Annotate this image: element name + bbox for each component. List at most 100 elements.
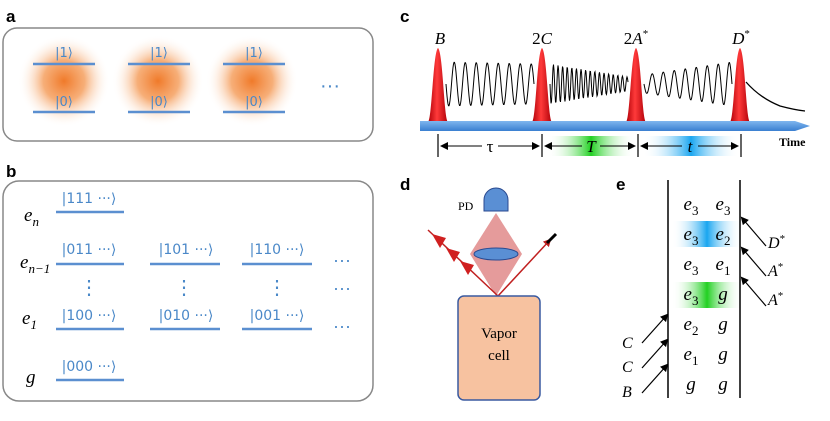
ladder-row-3-left: e3 (684, 254, 699, 278)
panel-d-label: d (400, 175, 410, 194)
left-arrow-1 (641, 313, 669, 344)
t-interval-band (643, 136, 739, 156)
vapor-cell-label-line1: Vapor (481, 326, 517, 342)
lens (473, 247, 519, 261)
incident-pulse-3 (460, 261, 474, 275)
echo-beam (497, 238, 552, 297)
panel-a-frame (2, 27, 374, 142)
row-en-1-ellipsis: ··· (333, 250, 351, 270)
oscillation-segment-2 (549, 64, 629, 104)
ladder-row-5-right: g (718, 314, 728, 335)
atom-1-upper-ket: |1⟩ (55, 46, 73, 61)
ket-001: |001 ···⟩ (250, 308, 305, 324)
pulse-D (730, 48, 750, 122)
left-arrow-1-label: C (622, 335, 633, 352)
atom-1-glow (18, 35, 110, 127)
ket-111: |111 ···⟩ (62, 191, 117, 207)
level-en-1-label: en−1 (20, 252, 50, 276)
level-en-label: en (24, 205, 39, 229)
right-arrow-3-label: A* (767, 290, 783, 309)
time-axis-label: Time (779, 135, 806, 149)
row-e1-ellipsis: ··· (333, 316, 351, 336)
panel-b: b en en−1 e1 g |111 ···⟩ |011 ···⟩ |101 … (2, 162, 374, 402)
pulse-B-label: B (435, 29, 446, 48)
ket-101: |101 ···⟩ (159, 242, 214, 258)
atom-1-lower-ket: |0⟩ (55, 95, 73, 110)
tau-label: τ (487, 137, 494, 156)
vdots-col-2: ⋮ (174, 277, 194, 299)
atom-3-glow (206, 35, 298, 127)
ladder-row-7-left: g (686, 374, 696, 395)
ladder-row-2-left: e3 (684, 224, 699, 248)
incident-pulse-2 (446, 248, 460, 262)
panel-c: c B 2C 2A* D* Time τ T t (400, 7, 810, 157)
oscillation-segment-3 (643, 62, 733, 106)
right-arrow-2 (740, 246, 767, 277)
panel-a-ellipsis: ··· (320, 75, 340, 97)
time-axis (420, 121, 810, 131)
pulse-D-label: D* (731, 28, 750, 48)
decay-tail (745, 81, 806, 112)
atom-3-upper-ket: |1⟩ (245, 46, 263, 61)
highlight-e3-e2 (672, 221, 742, 247)
pulse-2A (626, 48, 646, 122)
pulse-B (428, 48, 448, 122)
left-arrow-3-label: B (622, 384, 632, 401)
atom-2-lower-ket: |0⟩ (150, 95, 168, 110)
ladder-row-7-right: g (718, 374, 728, 395)
atom-2-glow (112, 35, 204, 127)
atom-2-upper-ket: |1⟩ (150, 46, 168, 61)
pulse-2C-label: 2C (532, 29, 553, 48)
ladder-row-2-right: e2 (716, 224, 731, 248)
beam-block (545, 232, 558, 245)
panel-d: d PD Vapor cell (400, 175, 558, 401)
T-label: T (586, 137, 597, 156)
middle-ellipsis: ··· (333, 278, 351, 298)
right-arrow-3 (740, 276, 767, 307)
ladder-row-6-left: e1 (684, 344, 699, 368)
ket-010: |010 ···⟩ (159, 308, 214, 324)
left-arrow-2 (641, 338, 669, 369)
panel-b-label: b (6, 162, 16, 181)
right-arrow-1-label: D* (767, 233, 785, 252)
atom-3: |1⟩ |0⟩ (206, 35, 298, 127)
atom-3-lower-ket: |0⟩ (245, 95, 263, 110)
level-g-label: g (26, 367, 36, 388)
atom-2: |1⟩ |0⟩ (112, 35, 204, 127)
right-arrow-1 (740, 216, 767, 247)
vdots-col-3: ⋮ (267, 277, 287, 299)
panel-a-label: a (6, 7, 16, 26)
photodiode (483, 187, 509, 212)
left-arrow-3 (641, 363, 669, 394)
highlight-e3-g (672, 282, 742, 308)
vapor-cell (457, 295, 541, 401)
photodiode-label: PD (458, 199, 474, 213)
vdots-col-1: ⋮ (79, 277, 99, 299)
level-e1-label: e1 (22, 308, 37, 332)
panel-b-frame (2, 180, 374, 402)
vapor-cell-label-line2: cell (488, 348, 510, 364)
ladder-row-5-left: e2 (684, 314, 699, 338)
ladder-row-4-right: g (718, 284, 728, 305)
ladder-row-1-left: e3 (684, 194, 699, 218)
panel-c-label: c (400, 7, 409, 26)
ladder-row-6-right: g (718, 344, 728, 365)
ket-110: |110 ···⟩ (250, 242, 305, 258)
ladder-row-1-right: e3 (716, 194, 731, 218)
panel-e-label: e (616, 175, 625, 194)
ket-100: |100 ···⟩ (62, 308, 117, 324)
T-interval-band (548, 136, 634, 156)
ladder-row-3-right: e1 (716, 254, 731, 278)
pulse-2A-label: 2A* (624, 28, 648, 48)
ladder-row-4-left: e3 (684, 284, 699, 308)
t-label: t (688, 137, 694, 156)
atom-1: |1⟩ |0⟩ (18, 35, 110, 127)
ket-000: |000 ···⟩ (62, 359, 117, 375)
ket-011: |011 ···⟩ (62, 242, 117, 258)
left-arrow-2-label: C (622, 359, 633, 376)
oscillation-segment-1 (445, 61, 535, 107)
panel-a: a |1⟩ |0⟩ |1⟩ |0⟩ |1⟩ |0⟩ ··· (2, 7, 374, 142)
